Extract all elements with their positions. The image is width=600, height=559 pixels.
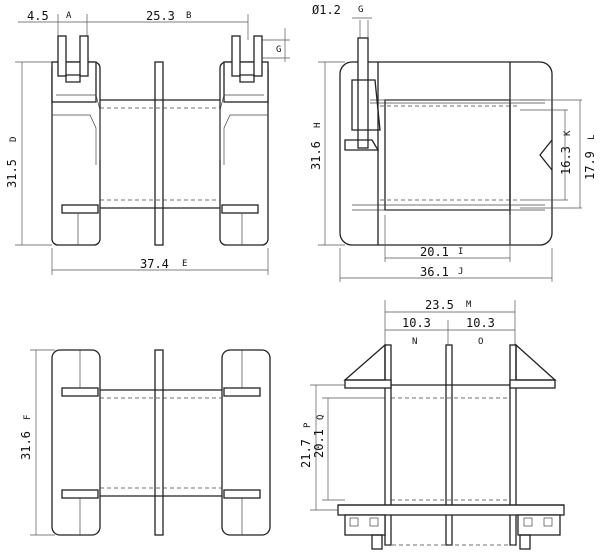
dim-n-tag: N (412, 337, 417, 347)
dim-m-tag: M (466, 300, 472, 310)
dim-d-tag: D (9, 137, 19, 142)
front-view-plain: 31.6 F (19, 349, 271, 536)
dim-c-value: Ø1.2 (312, 3, 341, 17)
dim-j-tag: J (458, 267, 463, 277)
front-view: 4.5 A 25.3 B G 31.5 D (5, 9, 290, 275)
dim-l-tag: L (587, 135, 597, 140)
dim-a-value: 4.5 (27, 9, 49, 23)
dim-h-value: 31.6 (309, 141, 323, 170)
dim-j-value: 36.1 (420, 265, 449, 279)
side-view: Ø1.2 G 31.6 H 16.3 K (309, 3, 597, 282)
dim-h-tag: H (313, 123, 323, 128)
dim-n-value: 10.3 (402, 316, 431, 330)
dim-k-tag: K (563, 130, 573, 136)
dim-m-value: 23.5 (425, 298, 454, 312)
dim-k-value: 16.3 (559, 146, 573, 175)
dim-o-value: 10.3 (466, 316, 495, 330)
dim-e-value: 37.4 (140, 257, 169, 271)
dim-b-value: 25.3 (146, 9, 175, 23)
top-view: 23.5 M 10.3 N 10.3 O 21.7 P 20.1 Q (299, 298, 565, 550)
dim-i-value: 20.1 (420, 245, 449, 259)
dim-f-value: 31.6 (19, 431, 33, 460)
dim-i-tag: I (458, 247, 463, 257)
dim-g-side-tag: G (276, 45, 281, 55)
dim-p-value: 21.7 (299, 439, 313, 468)
dim-f-tag: F (23, 415, 33, 420)
dim-d-value: 31.5 (5, 159, 19, 188)
dim-o-tag: O (478, 337, 483, 347)
dim-e-tag: E (182, 259, 187, 269)
dim-l-value: 17.9 (583, 151, 597, 180)
dim-c-tag: G (358, 5, 363, 15)
dim-q-tag: Q (316, 415, 326, 420)
dim-q-value: 20.1 (312, 429, 326, 458)
dim-a-tag: A (66, 11, 72, 21)
dim-b-tag: B (186, 11, 191, 21)
dim-p-tag: P (303, 422, 313, 428)
